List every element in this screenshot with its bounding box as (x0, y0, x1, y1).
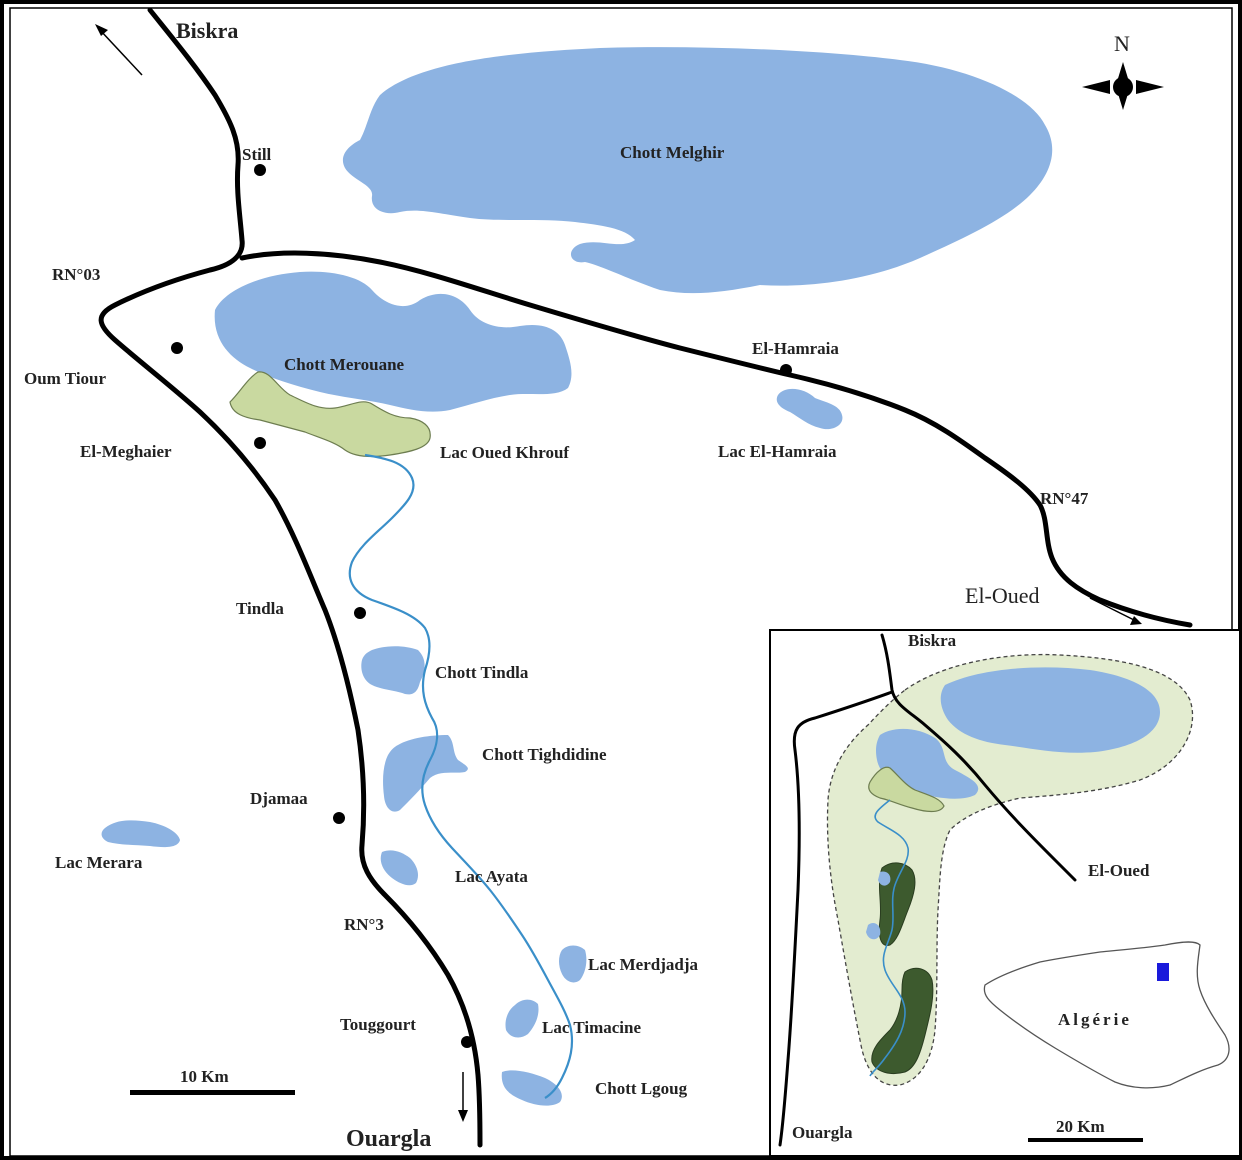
tindla-dot (354, 607, 366, 619)
chott-melghir-water (342, 47, 1053, 294)
inset-scale-label: 20 Km (1056, 1117, 1105, 1136)
inset-chott-melghir (940, 667, 1160, 753)
north-label: N (1114, 31, 1130, 56)
inset-lac-oued-khrouf (868, 766, 945, 813)
touggourt-dot (461, 1036, 473, 1048)
inset-dark-wetland-south (871, 967, 934, 1075)
lac-timacine-water (505, 999, 539, 1038)
map-inner-frame (9, 7, 1233, 1157)
label-lac-merara: Lac Merara (55, 853, 143, 872)
label-djamaa: Djamaa (250, 789, 308, 808)
label-still: Still (242, 145, 272, 164)
label-el-hamraia: El-Hamraia (752, 339, 839, 358)
oum-tiour-dot (171, 342, 183, 354)
road-rn47 (239, 250, 1193, 628)
label-lac-el-hamraia: Lac El-Hamraia (718, 442, 837, 461)
label-chott-melghir: Chott Melghir (620, 143, 725, 162)
label-lac-merdjadja: Lac Merdjadja (588, 955, 699, 974)
label-chott-merouane: Chott Merouane (284, 355, 405, 374)
label-chott-tighdidine: Chott Tighdidine (482, 745, 607, 764)
arrow-to-ouargla (458, 1072, 468, 1122)
label-rn47: RN°47 (1040, 489, 1089, 508)
inset-map (769, 629, 1241, 1157)
label-el-meghaier: El-Meghaier (80, 442, 172, 461)
inset-label-algerie: Algérie (1058, 1010, 1132, 1029)
oued-righ-river (348, 453, 574, 1099)
el-hamraia-dot (780, 364, 792, 376)
label-biskra: Biskra (176, 18, 238, 43)
label-lac-oued-khrouf: Lac Oued Khrouf (440, 443, 569, 462)
inset-river (869, 799, 910, 1077)
chott-merouane-water (214, 271, 572, 412)
label-ouargla: Ouargla (346, 1126, 431, 1152)
locator-box (1157, 963, 1169, 981)
label-touggourt: Touggourt (340, 1015, 416, 1034)
inset-road-west (778, 690, 894, 1147)
road-rn03 (98, 7, 483, 1148)
chott-tindla-water (361, 646, 425, 695)
scale-bar-inset (1028, 1138, 1143, 1142)
el-meghaier-dot (254, 437, 266, 449)
label-chott-tindla: Chott Tindla (435, 663, 529, 682)
label-el-oued: El-Oued (965, 583, 1040, 608)
lac-el-hamraia-water (776, 388, 843, 430)
djamaa-dot (333, 812, 345, 824)
label-lac-ayata: Lac Ayata (455, 867, 528, 886)
lac-ayata-water (380, 850, 418, 886)
label-chott-lgoug: Chott Lgoug (595, 1079, 688, 1098)
lac-merdjadja-water (559, 945, 587, 983)
north-arrow-icon (1082, 62, 1164, 110)
still-dot (254, 164, 266, 176)
label-tindla: Tindla (236, 599, 284, 618)
arrow-to-biskra (95, 24, 143, 76)
inset-road-north (880, 633, 1077, 882)
inset-label-ouargla: Ouargla (792, 1123, 853, 1142)
inset-water-chain (866, 871, 891, 940)
scale-bar-main (130, 1090, 295, 1095)
inset-label-el-oued: El-Oued (1088, 861, 1150, 880)
label-lac-timacine: Lac Timacine (542, 1018, 641, 1037)
lac-merara-water (101, 820, 180, 848)
label-rn3: RN°3 (344, 915, 384, 934)
arrow-to-el-oued (1089, 597, 1142, 625)
scale-label-main: 10 Km (180, 1067, 229, 1086)
label-oum-tiour: Oum Tiour (24, 369, 106, 388)
label-rn03: RN°03 (52, 265, 100, 284)
inset-label-biskra: Biskra (908, 631, 957, 650)
lac-oued-khrouf-wetland (229, 371, 431, 458)
